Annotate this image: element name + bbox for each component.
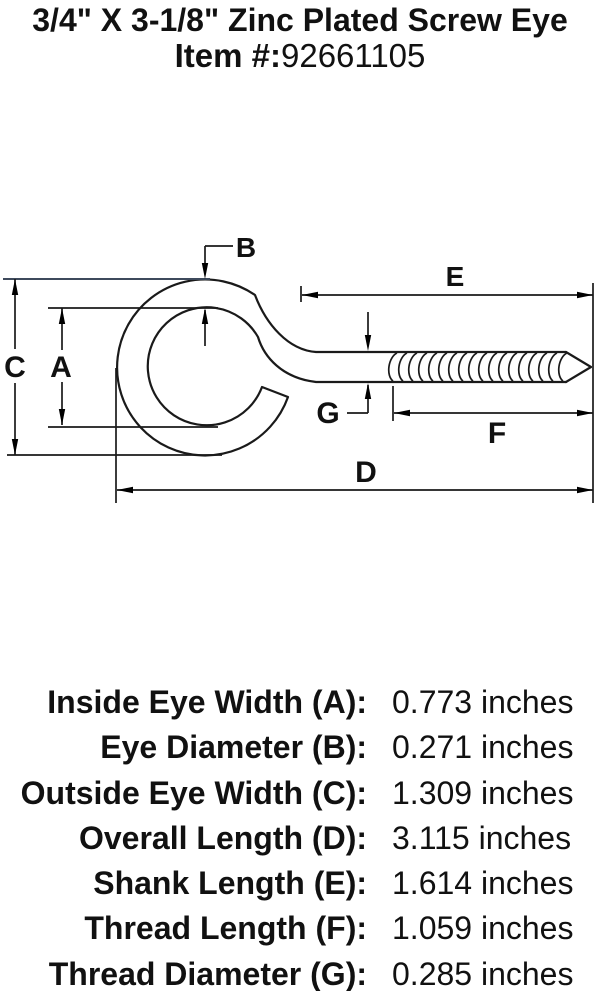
threads: [387, 352, 568, 382]
dimension-D: D: [117, 456, 593, 494]
screw-eye-drawing: C A B: [3, 232, 594, 503]
title-block: 3/4" X 3-1/8" Zinc Plated Screw Eye Item…: [0, 0, 600, 74]
item-number-value: 92661105: [281, 37, 426, 74]
spec-row-eye-diameter: Eye Diameter (B): 0.271 inches: [0, 725, 600, 770]
spec-row-inside-eye-width: Inside Eye Width (A): 0.773 inches: [0, 680, 600, 725]
item-number-line: Item #:92661105: [0, 38, 600, 74]
spec-label: Eye Diameter (B):: [100, 729, 367, 766]
dim-label-d: D: [355, 456, 377, 489]
spec-row-thread-diameter: Thread Diameter (G): 0.285 inches: [0, 952, 600, 991]
product-title: 3/4" X 3-1/8" Zinc Plated Screw Eye: [32, 2, 568, 38]
dim-label-b: B: [236, 232, 256, 263]
spec-row-outside-eye-width: Outside Eye Width (C): 1.309 inches: [0, 771, 600, 816]
spec-label: Shank Length (E):: [93, 865, 367, 902]
spec-value: 1.309 inches: [392, 774, 574, 811]
spec-label: Overall Length (D):: [78, 819, 367, 856]
dimension-C: C: [4, 279, 26, 455]
dimension-B: B: [201, 232, 256, 346]
spec-value: 1.059 inches: [392, 910, 574, 947]
spec-value: 0.773 inches: [392, 684, 574, 720]
extension-lines: [3, 278, 594, 503]
dimension-A: A: [50, 308, 72, 425]
spec-value: 0.285 inches: [392, 955, 574, 991]
dim-label-g: G: [316, 397, 339, 430]
dimension-F: F: [394, 409, 593, 450]
dim-label-a: A: [50, 351, 72, 384]
screw-point: [564, 350, 593, 384]
item-number-label: Item #:: [174, 37, 281, 74]
spec-row-shank-length: Shank Length (E): 1.614 inches: [0, 861, 600, 906]
spec-label: Thread Length (F):: [84, 910, 367, 947]
spec-label: Thread Diameter (G):: [48, 955, 367, 991]
dim-label-f: F: [488, 417, 506, 450]
screw-eye-diagram: C A B: [0, 230, 600, 515]
spec-row-thread-length: Thread Length (F): 1.059 inches: [0, 906, 600, 951]
spec-label: Inside Eye Width (A):: [47, 684, 367, 720]
spec-value: 0.271 inches: [392, 729, 574, 766]
screw-eye-outline: [116, 278, 593, 457]
dimension-E: E: [302, 261, 593, 299]
spec-row-overall-length: Overall Length (D): 3.115 inches: [0, 816, 600, 861]
spec-label: Outside Eye Width (C):: [20, 774, 367, 811]
spec-table: Inside Eye Width (A): 0.773 inches Eye D…: [0, 680, 600, 991]
spec-value: 3.115 inches: [392, 819, 572, 856]
spec-value: 1.614 inches: [392, 865, 574, 902]
dim-label-c: C: [4, 351, 26, 384]
dimension-G: G: [316, 312, 372, 430]
dim-label-e: E: [446, 261, 465, 292]
